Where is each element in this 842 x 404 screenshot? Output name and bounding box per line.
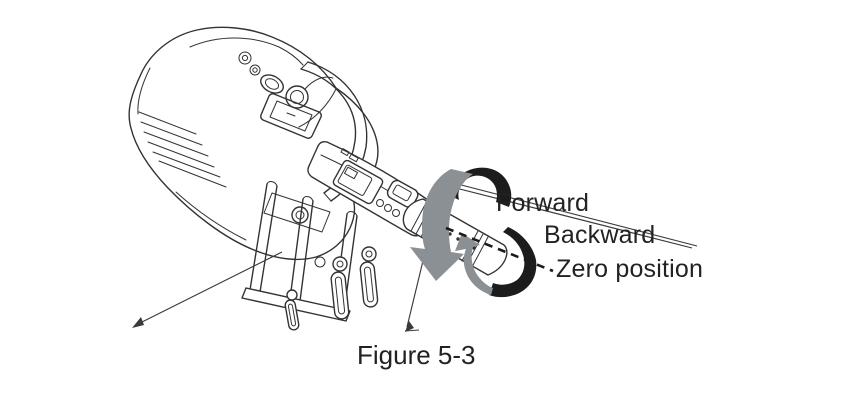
transom-leader-line bbox=[135, 251, 283, 326]
backward-arrow-head-icon bbox=[455, 233, 493, 295]
clamp-screw-handles bbox=[284, 246, 379, 331]
top-buttons bbox=[238, 51, 261, 76]
forward-label: Forward bbox=[496, 189, 589, 217]
power-connector bbox=[285, 76, 334, 109]
zero-position-axis-line bbox=[445, 226, 554, 273]
backward-leader-line bbox=[443, 184, 693, 249]
figure-caption: Figure 5-3 bbox=[357, 340, 476, 370]
display-panel bbox=[332, 159, 384, 205]
clamp-handle-left bbox=[330, 271, 350, 320]
control-pad bbox=[386, 179, 419, 208]
clamp-handle-right bbox=[359, 261, 379, 308]
backward-label: Backward bbox=[544, 221, 655, 249]
tiller-top-icons bbox=[340, 148, 359, 163]
top-cap bbox=[260, 74, 284, 94]
backward-arrow-lower-segment-icon bbox=[489, 227, 537, 298]
forward-arrow-icon bbox=[410, 169, 473, 281]
clamp-handle-small bbox=[284, 299, 300, 331]
control-buttons bbox=[376, 179, 419, 217]
forward-leader-line bbox=[441, 179, 698, 247]
figure-arrowhead-icon bbox=[405, 321, 414, 332]
handle-recess bbox=[260, 93, 322, 139]
transom-arrowhead-icon bbox=[132, 317, 144, 328]
zero-position-label: Zero position bbox=[556, 255, 703, 283]
motor-body bbox=[128, 26, 379, 261]
outboard-motor-illustration bbox=[128, 26, 508, 331]
throttle-grip bbox=[402, 198, 508, 276]
cooling-fins bbox=[138, 111, 227, 188]
